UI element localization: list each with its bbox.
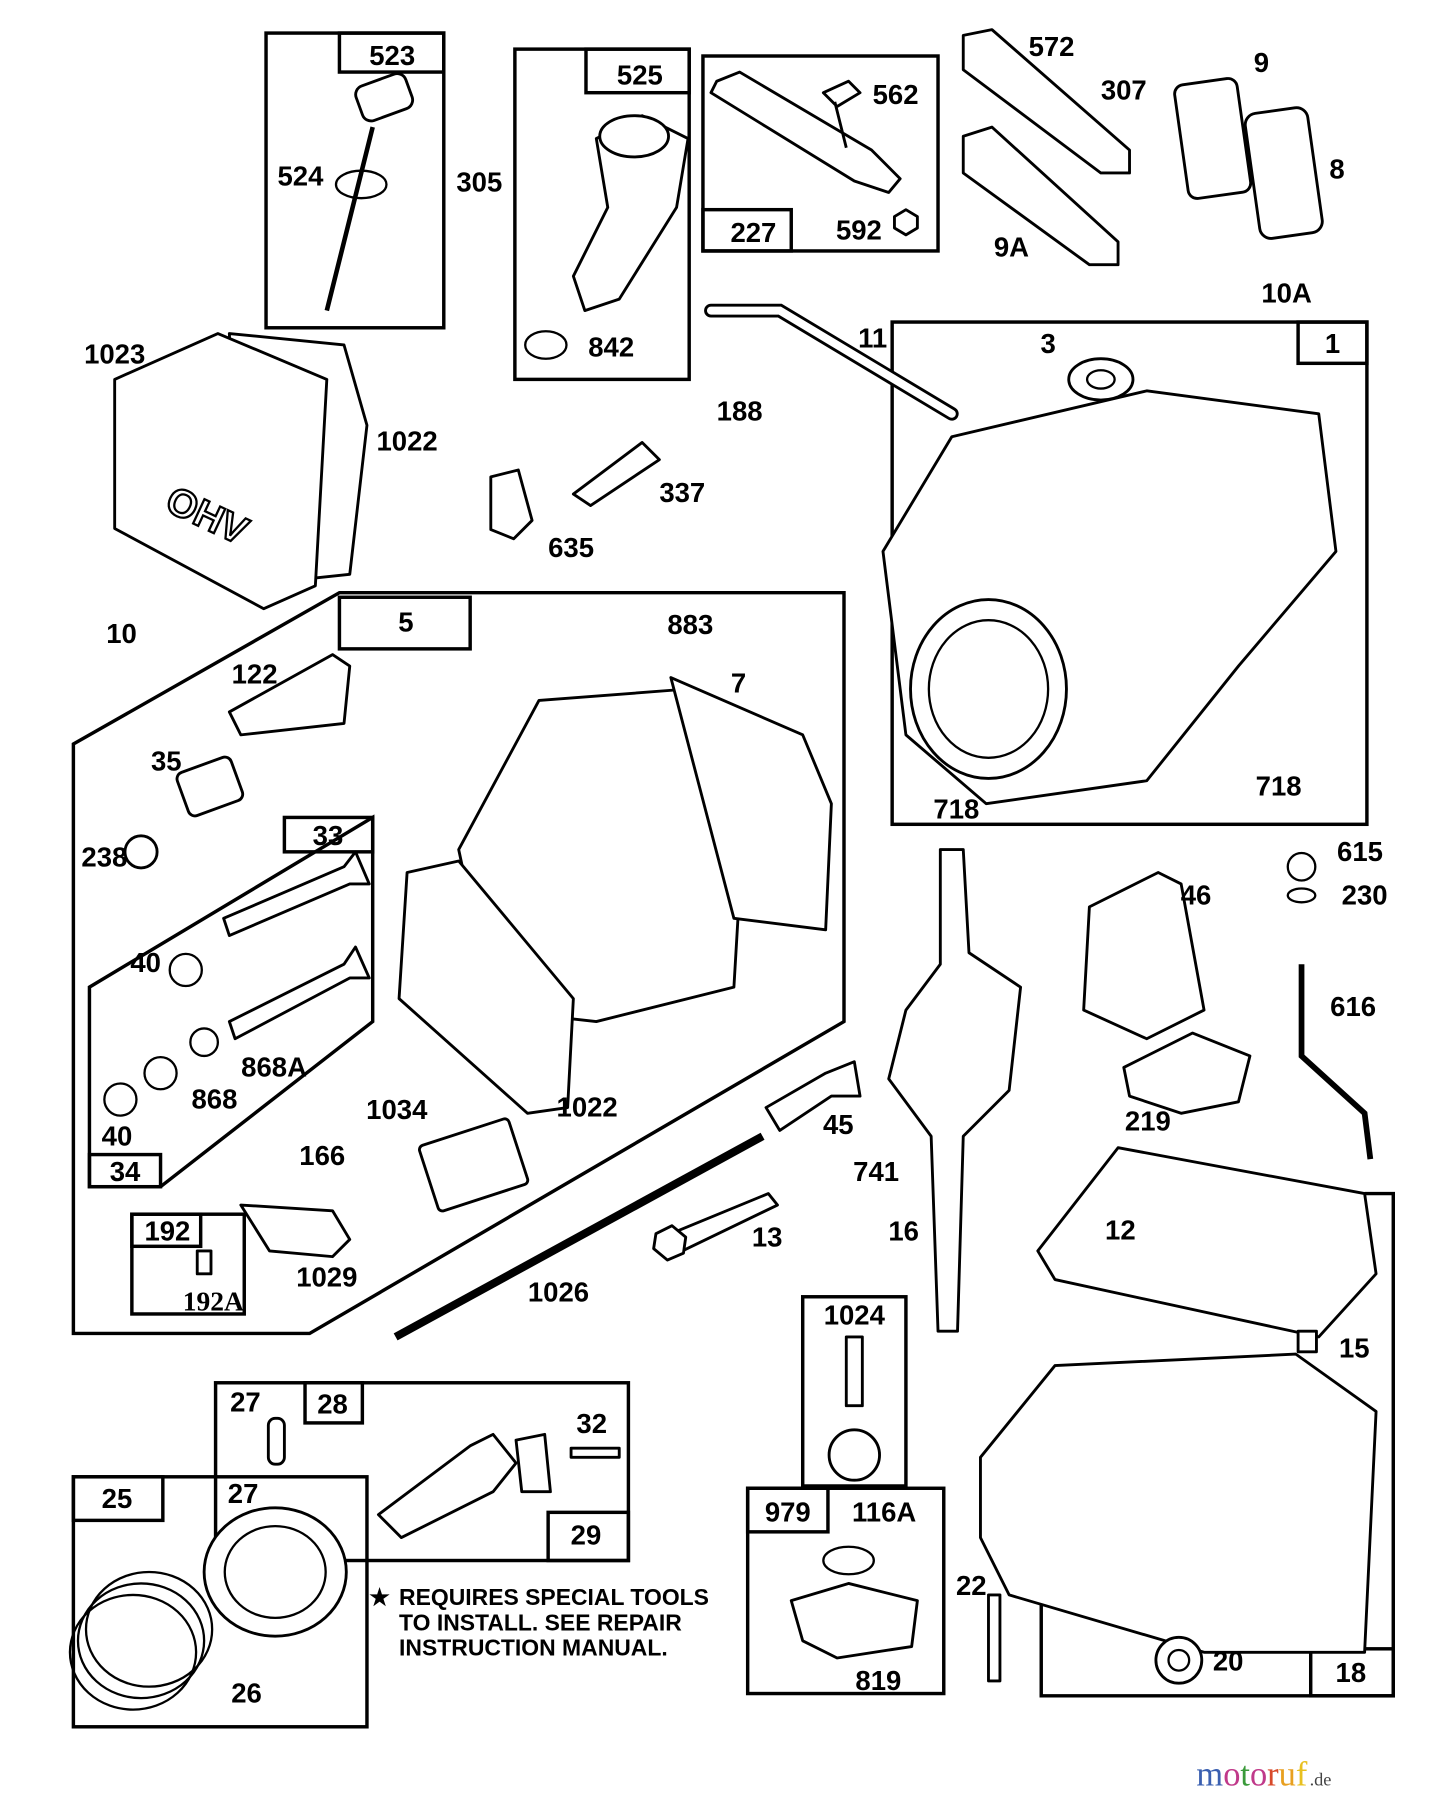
- note-line-2: TO INSTALL. SEE REPAIR: [399, 1609, 682, 1635]
- box-227: [701, 54, 940, 253]
- part-label-35: 35: [151, 745, 182, 776]
- part-label-741: 741: [853, 1156, 899, 1187]
- part-label-7: 7: [731, 667, 746, 698]
- part-label-122: 122: [232, 658, 278, 689]
- svg-text:motoruf: motoruf: [1196, 1755, 1307, 1793]
- part-label-1024: 1024: [824, 1299, 886, 1330]
- part-label-525: 525: [617, 60, 663, 91]
- part-label-1: 1: [1325, 328, 1340, 359]
- part-label-562: 562: [873, 79, 919, 110]
- part-label-592: 592: [836, 214, 882, 245]
- part-label-307: 307: [1101, 75, 1147, 106]
- part-label-868: 868: [191, 1084, 237, 1115]
- box-25: [71, 1475, 369, 1729]
- part-label-718: 718: [1256, 771, 1302, 802]
- part-label-40: 40: [102, 1120, 133, 1151]
- part-label-3: 3: [1040, 328, 1055, 359]
- part-label-116a: 116A: [852, 1497, 916, 1528]
- part-label-15: 15: [1339, 1333, 1370, 1364]
- part-label-27: 27: [228, 1478, 259, 1509]
- part-label-16: 16: [888, 1216, 919, 1247]
- watermark-logo: motoruf .de: [1196, 1755, 1331, 1793]
- label-box-25: [71, 1475, 165, 1523]
- part-label-22: 22: [956, 1570, 987, 1601]
- part-label-819: 819: [855, 1665, 901, 1696]
- part-label-1026: 1026: [528, 1276, 589, 1307]
- part-label-40: 40: [130, 947, 161, 978]
- label-box-33: [282, 815, 375, 854]
- part-label-46: 46: [1181, 880, 1212, 911]
- part-label-868a: 868A: [241, 1052, 307, 1083]
- part-label-635: 635: [548, 532, 594, 563]
- part-label-27: 27: [230, 1386, 261, 1417]
- part-label-1022: 1022: [376, 425, 437, 456]
- part-label-238: 238: [81, 842, 127, 873]
- part-label-13: 13: [752, 1221, 783, 1252]
- box-5: [71, 590, 846, 1336]
- part-label-45: 45: [823, 1109, 854, 1140]
- part-label-11: 11: [858, 322, 887, 353]
- label-box-1: [1296, 320, 1369, 366]
- part-label-8: 8: [1329, 154, 1344, 185]
- part-label-230: 230: [1342, 880, 1388, 911]
- label-box-979: [745, 1486, 830, 1534]
- part-label-5: 5: [398, 607, 413, 638]
- box-979: [745, 1486, 946, 1696]
- part-label-9a: 9A: [994, 232, 1029, 263]
- part-label-615: 615: [1337, 836, 1383, 867]
- part-label-305: 305: [456, 166, 502, 197]
- box-1024: [800, 1295, 908, 1488]
- part-labels: 523 524 305 525 842 562 227 592 572 307 …: [81, 31, 1387, 1709]
- part-label-227: 227: [730, 217, 776, 248]
- part-label-20: 20: [1213, 1646, 1244, 1677]
- note-star-icon: ★: [369, 1584, 390, 1610]
- part-label-26: 26: [231, 1678, 262, 1709]
- group-boxes: [71, 31, 1395, 1729]
- part-label-192a: 192A: [183, 1286, 244, 1317]
- part-label-572: 572: [1029, 31, 1075, 62]
- part-label-25: 25: [102, 1483, 133, 1514]
- label-box-29: [546, 1510, 631, 1563]
- note-line-1: REQUIRES SPECIAL TOOLS: [399, 1584, 709, 1610]
- part-label-33: 33: [313, 820, 344, 851]
- part-label-1034: 1034: [366, 1094, 428, 1125]
- part-drawings: OHV: [68, 28, 1378, 1711]
- part-label-192: 192: [144, 1216, 190, 1247]
- label-box-28: [303, 1381, 365, 1425]
- svg-text:.de: .de: [1310, 1769, 1332, 1789]
- box-28-29: [213, 1381, 631, 1563]
- label-box-5: [337, 595, 472, 651]
- part-label-10: 10: [106, 618, 137, 649]
- part-label-979: 979: [765, 1497, 811, 1528]
- part-label-1022: 1022: [557, 1092, 618, 1123]
- label-box-525: [584, 47, 691, 95]
- part-label-18: 18: [1336, 1657, 1367, 1688]
- part-label-219: 219: [1125, 1105, 1171, 1136]
- part-label-9: 9: [1254, 47, 1269, 78]
- part-label-616: 616: [1330, 991, 1376, 1022]
- note-line-3: INSTRUCTION MANUAL.: [399, 1635, 668, 1661]
- part-label-34: 34: [110, 1156, 141, 1187]
- special-tools-note: ★ REQUIRES SPECIAL TOOLS TO INSTALL. SEE…: [369, 1584, 709, 1660]
- part-label-188: 188: [717, 396, 763, 427]
- part-label-32: 32: [576, 1408, 607, 1439]
- part-label-524: 524: [277, 161, 324, 192]
- part-label-12: 12: [1105, 1214, 1136, 1245]
- part-label-883: 883: [667, 609, 713, 640]
- part-label-842: 842: [588, 331, 634, 362]
- part-label-1023: 1023: [84, 338, 145, 369]
- part-label-1029: 1029: [296, 1261, 357, 1292]
- label-box-34: [87, 1152, 163, 1189]
- label-box-192: [130, 1212, 203, 1249]
- part-label-166: 166: [299, 1140, 345, 1171]
- part-label-523: 523: [369, 40, 415, 71]
- part-label-10a: 10A: [1261, 278, 1312, 309]
- label-box-227: [701, 207, 793, 253]
- part-label-29: 29: [571, 1519, 602, 1550]
- part-label-28: 28: [317, 1389, 348, 1420]
- label-box-523: [337, 31, 446, 74]
- part-label-718: 718: [933, 794, 979, 825]
- part-label-337: 337: [659, 477, 705, 508]
